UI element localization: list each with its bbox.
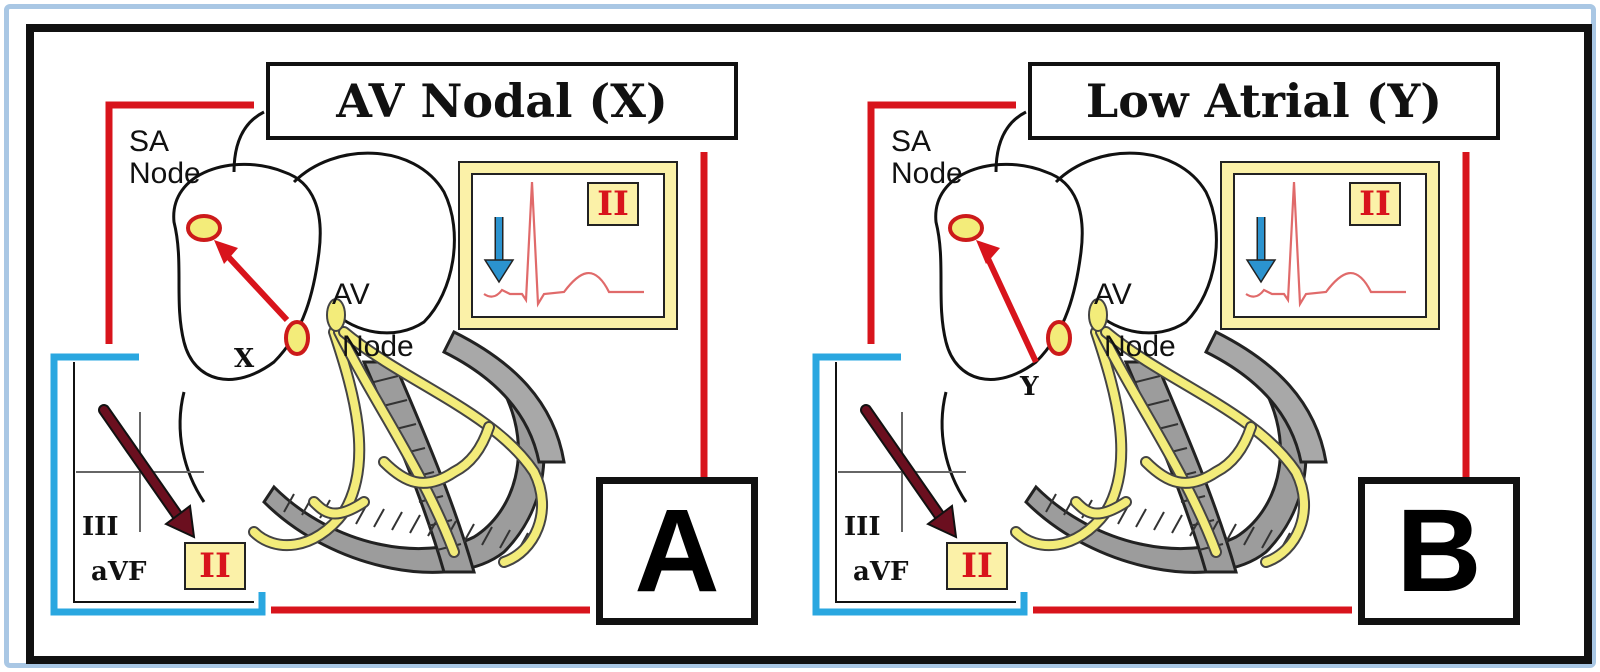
axis-lead-ii: II (946, 542, 1008, 590)
panel-title: AV Nodal (X) (266, 62, 738, 140)
sa-node (948, 214, 984, 242)
ectopic-focus (284, 320, 310, 356)
retrograde-arrow (219, 247, 290, 323)
av-node (326, 298, 346, 332)
heart-outline (934, 110, 1218, 503)
sa-node (186, 214, 222, 242)
sa-label-line1: SA (129, 125, 170, 158)
ecg-trace (1245, 181, 1406, 308)
axis-lead-avf: aVF (91, 557, 147, 587)
sa-label-line1: SA (891, 125, 932, 158)
axis-lead-avf: aVF (853, 557, 909, 587)
retrograde-arrowhead (214, 240, 238, 264)
heart-diagram (812, 101, 1470, 616)
heart-diagram (50, 101, 708, 616)
retrograde-arrow (981, 248, 1039, 364)
av-label-line1: AV (332, 278, 370, 311)
ectopic-focus (1046, 320, 1072, 356)
sa-label-line2: Node (891, 157, 963, 190)
heart-outline (172, 110, 456, 503)
av-label-line1: AV (1094, 278, 1132, 311)
ecg-trace (483, 181, 644, 308)
focus-label: Y (1020, 372, 1039, 402)
ecg-inset (458, 161, 678, 330)
conduction-system (248, 326, 548, 568)
axis-arrow (862, 406, 948, 526)
red-bracket-left (867, 101, 1016, 344)
panel-letter: B (1358, 477, 1520, 625)
inset-lead-label: II (1349, 182, 1401, 226)
red-bracket-left (105, 101, 254, 344)
ecg-inset (1220, 161, 1440, 330)
focus-label: X (234, 344, 255, 374)
sa-label-line2: Node (129, 157, 201, 190)
axis-arrow (100, 406, 186, 526)
av-label-line2: Node (342, 330, 414, 363)
inset-lead-label: II (587, 182, 639, 226)
blue-bracket (50, 353, 266, 616)
axis-lead-iii: III (844, 512, 881, 542)
axis-cross (838, 404, 966, 539)
axis-cross (76, 404, 204, 539)
av-label-line2: Node (1104, 330, 1176, 363)
panel-letter: A (596, 477, 758, 625)
panel-title: Low Atrial (Y) (1028, 62, 1500, 140)
retrograde-arrowhead (976, 240, 1000, 264)
axis-lead-ii: II (184, 542, 246, 590)
axis-lead-iii: III (82, 512, 119, 542)
conduction-system (1010, 326, 1310, 568)
av-node (1088, 298, 1108, 332)
blue-bracket (812, 353, 1028, 616)
